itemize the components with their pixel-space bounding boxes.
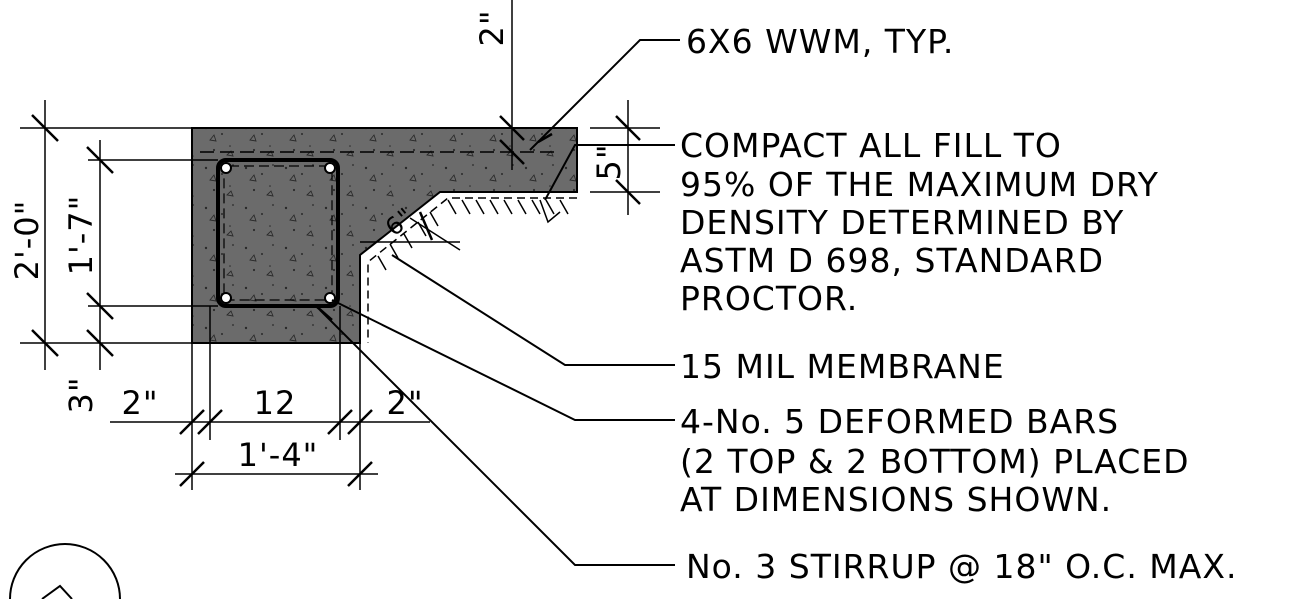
rebars (220, 162, 336, 304)
note-wwm: 6X6 WWM, TYP. (686, 22, 954, 61)
dim-stirrup-height: 1'-7" (62, 195, 100, 276)
dim-side-cover-right: 2" (386, 384, 423, 422)
note-stirrup: No. 3 STIRRUP @ 18" O.C. MAX. (686, 547, 1237, 586)
dim-slab: 5" (590, 143, 628, 180)
dim-core-width: 12 (254, 384, 297, 422)
note-compact-3: DENSITY DETERMINED BY (680, 203, 1124, 242)
dim-top-cover: 2" (473, 9, 511, 46)
note-compact-5: PROCTOR. (680, 279, 858, 318)
rebar-top-right (324, 162, 336, 174)
section-callout-bubble (9, 543, 121, 599)
concrete-section (191, 127, 578, 344)
note-compact-4: ASTM D 698, STANDARD (680, 241, 1104, 280)
note-bars-1: 4-No. 5 DEFORMED BARS (680, 402, 1119, 441)
dim-side-cover-left: 2" (121, 384, 158, 422)
note-bars-2: (2 TOP & 2 BOTTOM) PLACED (680, 442, 1190, 481)
stirrup (216, 158, 340, 308)
note-compact-1: COMPACT ALL FILL TO (680, 126, 1062, 165)
dim-bottom-cover: 3" (62, 376, 100, 413)
leaders (315, 39, 680, 566)
left-dimensions (20, 100, 218, 370)
right-dimensions (360, 0, 660, 251)
note-bars-3: AT DIMENSIONS SHOWN. (680, 480, 1112, 519)
note-membrane: 15 MIL MEMBRANE (680, 347, 1005, 386)
dim-overall-width: 1'-4" (238, 436, 319, 474)
compacted-fill-hatch (377, 199, 569, 271)
rebar-bottom-left (220, 292, 232, 304)
dim-overall-height: 2'-0" (8, 200, 46, 281)
bottom-dimensions (110, 306, 430, 490)
note-compact-2: 95% OF THE MAXIMUM DRY (680, 165, 1159, 204)
rebar-top-left (220, 162, 232, 174)
